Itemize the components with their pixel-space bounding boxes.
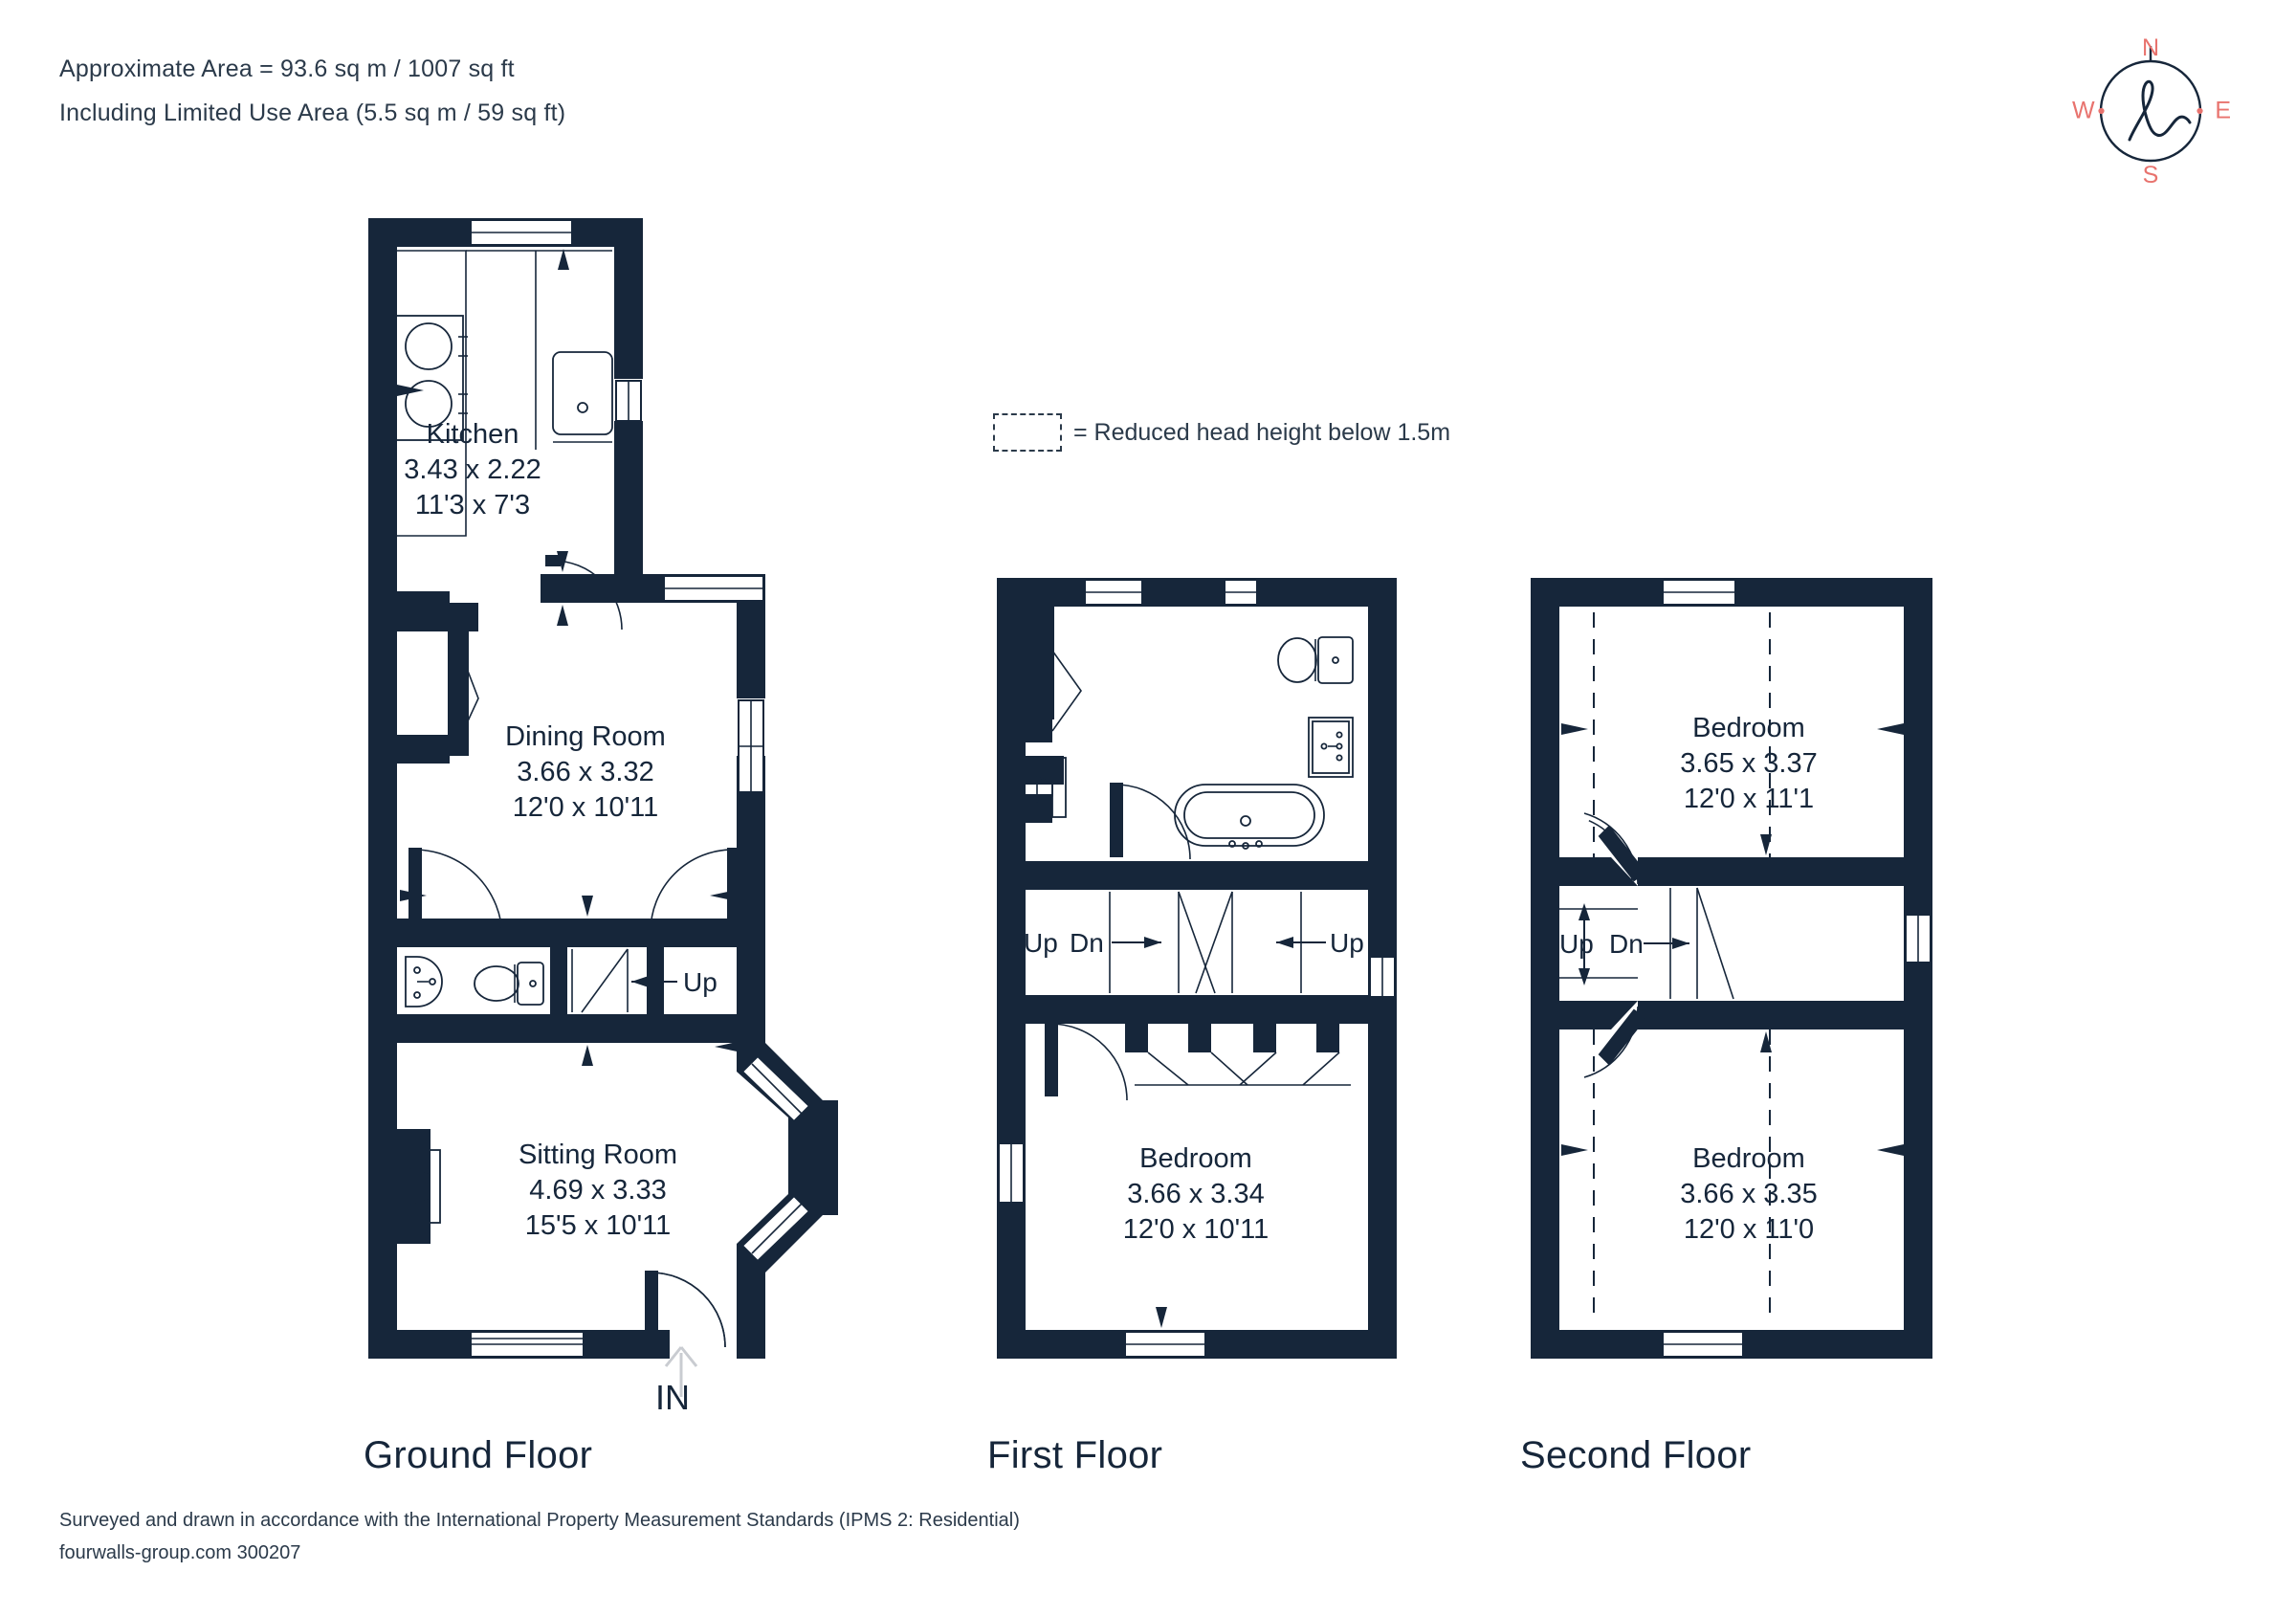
room-label-imperial: 15'5 x 10'11 xyxy=(525,1210,671,1241)
room-label-metric: 4.69 x 3.33 xyxy=(529,1175,667,1206)
room-label-name: Kitchen xyxy=(427,419,519,450)
floor-title-second: Second Floor xyxy=(1520,1434,1752,1476)
ground-floor-drawing: Kitchen 3.43 x 2.22 11'3 x 7'3 Dining Ro… xyxy=(368,218,838,1397)
room-label-imperial: 12'0 x 10'11 xyxy=(1123,1214,1269,1245)
stair-label-dn: Dn xyxy=(1609,929,1644,959)
second-floor-plan: Up Dn Bedroom 3.65 x 3.37 12'0 x 11'1 Be… xyxy=(1492,0,2028,1435)
reduced-head-height-legend: = Reduced head height below 1.5m xyxy=(993,413,1450,452)
compass-south-label: S xyxy=(2142,162,2159,188)
room-label-imperial: 11'3 x 7'3 xyxy=(415,490,530,520)
room-label-metric: 3.66 x 3.34 xyxy=(1127,1179,1265,1209)
floor-title-ground: Ground Floor xyxy=(364,1434,593,1476)
room-label-name: Sitting Room xyxy=(519,1140,677,1170)
credit-footer-text: fourwalls-group.com 300207 xyxy=(59,1542,301,1563)
room-label-imperial: 12'0 x 11'1 xyxy=(1684,784,1814,814)
room-label-metric: 3.66 x 3.32 xyxy=(517,757,654,787)
compass-east-label: E xyxy=(2215,97,2231,124)
standards-footer-text: Surveyed and drawn in accordance with th… xyxy=(59,1510,1020,1531)
stair-label-up: Up xyxy=(1330,928,1364,958)
room-label-metric: 3.43 x 2.22 xyxy=(404,454,541,485)
room-label-name: Bedroom xyxy=(1692,1143,1805,1174)
compass-north-label: N xyxy=(2141,34,2160,61)
compass-rose: N E S W xyxy=(2072,34,2231,188)
approximate-area-text: Approximate Area = 93.6 sq m / 1007 sq f… xyxy=(59,55,515,82)
room-label-imperial: 12'0 x 11'0 xyxy=(1684,1214,1814,1245)
ground-floor-plan: Kitchen 3.43 x 2.22 11'3 x 7'3 Dining Ro… xyxy=(0,0,957,1435)
room-label-metric: 3.65 x 3.37 xyxy=(1680,748,1818,779)
limited-use-area-text: Including Limited Use Area (5.5 sq m / 5… xyxy=(59,100,566,126)
reduced-head-height-swatch xyxy=(993,413,1062,452)
compass-west-label: W xyxy=(2072,97,2095,124)
room-label-name: Dining Room xyxy=(505,721,666,752)
room-label-name: Bedroom xyxy=(1139,1143,1252,1174)
room-label-imperial: 12'0 x 10'11 xyxy=(513,792,658,823)
first-floor-drawing: Up Dn Up Bedroom 3.66 x 3.34 12'0 x 10'1… xyxy=(997,578,1397,1359)
stair-label-up: Up xyxy=(1024,928,1058,958)
compass-graphic xyxy=(2098,46,2203,163)
stair-label-up: Up xyxy=(1559,929,1594,959)
first-floor-plan: Up Dn Up Bedroom 3.66 x 3.34 12'0 x 10'1… xyxy=(957,0,1454,1435)
stair-label-up: Up xyxy=(683,967,718,997)
room-label-metric: 3.66 x 3.35 xyxy=(1680,1179,1818,1209)
room-label-name: Bedroom xyxy=(1692,713,1805,743)
stair-label-dn: Dn xyxy=(1070,928,1104,958)
second-floor-drawing: Up Dn Bedroom 3.65 x 3.37 12'0 x 11'1 Be… xyxy=(1531,578,1932,1359)
reduced-head-height-label: = Reduced head height below 1.5m xyxy=(1073,418,1451,446)
floor-title-first: First Floor xyxy=(987,1434,1163,1476)
entrance-in-label: IN xyxy=(655,1378,690,1417)
